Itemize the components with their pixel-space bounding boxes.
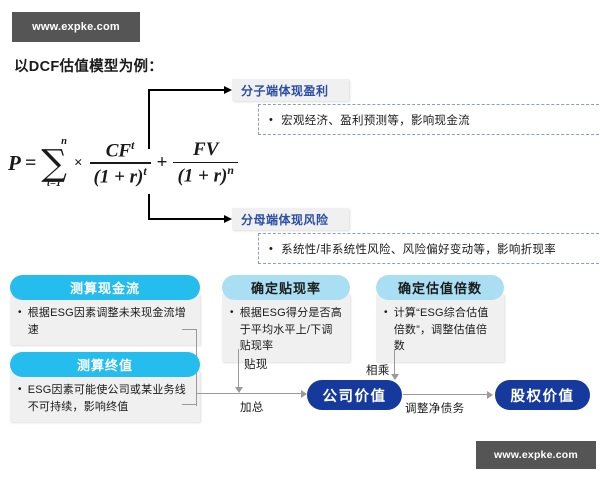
watermark-bottom: www.expke.com xyxy=(476,441,596,469)
fraction-bar xyxy=(173,161,238,164)
bullet-icon: • xyxy=(269,242,274,255)
bullet-icon: • xyxy=(384,307,388,318)
callout-label-numerator: 分子端体现盈利 xyxy=(232,79,349,101)
bullet-icon: • xyxy=(18,307,22,318)
stage-text-terminal-value: ESG因素可能使公司或某业务线不可持续，影响终值 xyxy=(27,384,186,413)
callout-body-denominator: • 系统性/非系统性风险、风险偏好变动等，影响折现率 xyxy=(258,233,600,264)
terminal-fraction: FV (1 + r)n xyxy=(173,139,238,187)
numerator-callout-arrow xyxy=(148,85,234,149)
discount-exponent: t xyxy=(143,164,147,178)
denominator-callout-arrow xyxy=(148,194,234,223)
fraction-bar xyxy=(89,162,151,164)
edge-label-sum: 加总 xyxy=(240,402,264,414)
sigma-symbol: ∑ xyxy=(41,142,67,184)
stage-body-cashflow: • 根据ESG因素调整未来现金流增速 xyxy=(10,294,200,345)
connector-terminal-stub xyxy=(182,404,197,406)
cashflow-denominator: (1 + r)t xyxy=(90,164,151,188)
arrow-firm-to-equity xyxy=(487,391,493,399)
bullet-icon: • xyxy=(230,307,234,318)
stage-title-cashflow: 测算现金流 xyxy=(10,275,200,300)
stage-body-valuation-multiple: • 计算“ESG综合估值倍数”，调整估值倍数 xyxy=(376,294,504,362)
page-title: 以DCF估值模型为例： xyxy=(14,59,164,75)
terminal-denominator: (1 + r)n xyxy=(173,163,237,187)
connector-firm-to-equity xyxy=(403,394,488,396)
edge-label-adjust-net-debt: 调整净债务 xyxy=(405,403,465,415)
stage-body-discount-rate: • 根据ESG得分是否高于平均水平上/下调贴现率 xyxy=(222,294,350,362)
stage-title-discount-rate: 确定贴现率 xyxy=(222,275,350,300)
callout-text-numerator: 宏观经济、盈利预测等，影响现金流 xyxy=(281,114,470,127)
sigma-lower-limit: t=1 xyxy=(47,177,62,189)
cashflow-numerator: CFt xyxy=(102,139,139,163)
callout-label-denominator: 分母端体现风险 xyxy=(232,208,349,230)
arrow-left-to-firm xyxy=(301,390,307,398)
watermark-top: www.expke.com xyxy=(12,12,140,42)
discount-exponent: n xyxy=(227,164,234,178)
stage-card-terminal-value: 测算终值 • ESG因素可能使公司或某业务线不可持续，影响终值 xyxy=(10,352,200,422)
stage-card-discount-rate: 确定贴现率 • 根据ESG得分是否高于平均水平上/下调贴现率 xyxy=(222,275,350,362)
bullet-icon: • xyxy=(269,113,274,126)
discount-base: (1 + r) xyxy=(93,166,144,188)
cf-symbol: CF xyxy=(105,139,132,161)
callout-text-denominator: 系统性/非系统性风险、风险偏好变动等，影响折现率 xyxy=(281,243,557,256)
arrow-discount-down xyxy=(235,387,243,393)
callout-body-numerator: • 宏观经济、盈利预测等，影响现金流 xyxy=(258,104,600,135)
cashflow-fraction: CFt (1 + r)t xyxy=(89,139,151,188)
connector-discount-down xyxy=(238,349,240,387)
multiplication-sign: × xyxy=(73,154,83,171)
stage-card-cashflow: 测算现金流 • 根据ESG因素调整未来现金流增速 xyxy=(10,275,200,345)
formula-lhs: P xyxy=(8,150,21,175)
sigma-upper-limit: n xyxy=(61,136,67,147)
formula-equals: = xyxy=(24,151,37,174)
plus-sign: + xyxy=(156,152,168,173)
stage-body-terminal-value: • ESG因素可能使公司或某业务线不可持续，影响终值 xyxy=(10,371,200,422)
connector-multiple-down xyxy=(394,349,396,375)
discount-base: (1 + r) xyxy=(177,165,228,187)
bullet-icon: • xyxy=(18,384,22,395)
summation-operator: n ∑ t=1 xyxy=(41,136,67,189)
stage-title-valuation-multiple: 确定估值倍数 xyxy=(376,275,504,300)
edge-label-discount: 贴现 xyxy=(244,359,268,371)
connector-cashflow-stub xyxy=(182,329,197,331)
arrow-multiple-down xyxy=(391,374,399,380)
connector-left-to-firm xyxy=(196,393,302,395)
stage-text-cashflow: 根据ESG因素调整未来现金流增速 xyxy=(27,307,186,336)
stage-title-terminal-value: 测算终值 xyxy=(10,352,200,377)
result-pill-equity-value: 股权价值 xyxy=(495,380,590,410)
stage-card-valuation-multiple: 确定估值倍数 • 计算“ESG综合估值倍数”，调整估值倍数 xyxy=(376,275,504,362)
dcf-formula: P = n ∑ t=1 × CFt (1 + r)t + FV (1 + r)n xyxy=(8,132,308,194)
edge-label-multiply: 相乘 xyxy=(366,365,390,377)
cf-subscript: t xyxy=(131,138,135,152)
result-pill-firm-value: 公司价值 xyxy=(307,380,402,410)
terminal-numerator: FV xyxy=(193,139,219,161)
stage-text-valuation-multiple: 计算“ESG综合估值倍数”，调整估值倍数 xyxy=(393,307,489,352)
stage-text-discount-rate: 根据ESG得分是否高于平均水平上/下调贴现率 xyxy=(239,307,342,352)
